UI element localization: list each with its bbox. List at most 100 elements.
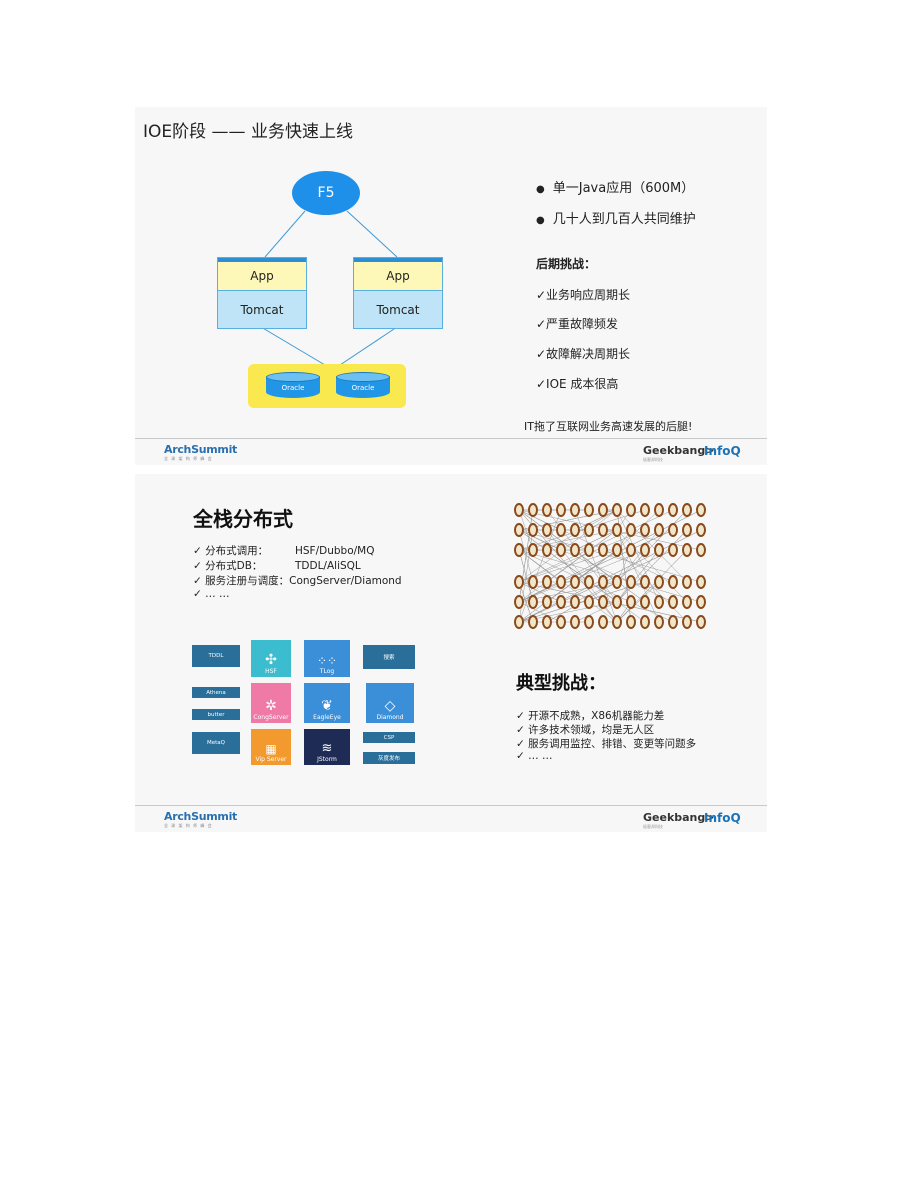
tile-hsf: ✣HSF: [251, 640, 291, 677]
mesh-node: [654, 575, 664, 589]
mesh-node: [598, 543, 608, 557]
later-challenges-title: 后期挑战：: [536, 257, 597, 271]
mesh-node: [542, 575, 552, 589]
db-label: Oracle: [281, 384, 305, 392]
mesh-node: [556, 595, 566, 609]
list-item: ✓ 服务注册与调度：CongServer/Diamond: [193, 575, 402, 587]
tile-congserver: ✲CongServer: [251, 683, 291, 723]
tile-metaq: MetaQ: [192, 732, 240, 754]
tile-gray-release: 灰度发布: [363, 752, 415, 764]
mesh-node: [640, 523, 650, 537]
mesh-node: [556, 503, 566, 517]
app-server-2: App Tomcat: [353, 257, 443, 329]
tile-butter: butter: [192, 709, 240, 720]
tile-jstorm: ≋JStorm: [304, 729, 350, 765]
mesh-node: [668, 575, 678, 589]
tile-search: 搜索: [363, 645, 415, 669]
mesh-node: [612, 543, 622, 557]
mesh-node: [528, 543, 538, 557]
challenge-item: ✓ 开源不成熟，X86机器能力差: [516, 710, 665, 722]
mesh-node: [696, 595, 706, 609]
list-item: ✓ … …: [193, 588, 230, 600]
slide-distributed: 全栈分布式 ✓ 分布式调用：HSF/Dubbo/MQ ✓ 分布式DB：TDDL/…: [135, 474, 767, 832]
mesh-node: [668, 615, 678, 629]
architecture-connectors: [260, 210, 398, 366]
diamond-icon: ◇: [384, 698, 396, 714]
mesh-node: [682, 503, 692, 517]
mesh-node: [682, 615, 692, 629]
mesh-node: [556, 615, 566, 629]
mesh-node: [584, 543, 594, 557]
mesh-node: [668, 543, 678, 557]
tornado-icon: ≋: [321, 741, 333, 756]
grid-icon: ▦: [265, 742, 277, 756]
mesh-node: [696, 523, 706, 537]
challenge-item: ✓ 许多技术领域，均是无人区: [516, 724, 655, 736]
oracle-db-1: Oracle: [266, 372, 320, 400]
mesh-node: [626, 595, 636, 609]
mesh-node: [598, 575, 608, 589]
mesh-node: [654, 615, 664, 629]
tomcat-label: Tomcat: [218, 290, 306, 328]
challenges-title: 典型挑战：: [516, 673, 606, 694]
mesh-node: [696, 543, 706, 557]
mesh-node: [612, 503, 622, 517]
mesh-node: [668, 503, 678, 517]
mesh-node: [682, 523, 692, 537]
tlog-icon: ⁘⁘: [316, 654, 338, 668]
mesh-node: [542, 503, 552, 517]
tomcat-label: Tomcat: [354, 290, 442, 328]
mesh-node: [528, 595, 538, 609]
slide-title: 全栈分布式: [193, 507, 293, 531]
mesh-node: [640, 575, 650, 589]
mesh-node: [682, 595, 692, 609]
mesh-node: [570, 615, 580, 629]
mesh-node: [640, 615, 650, 629]
mesh-node: [528, 615, 538, 629]
mesh-node: [570, 543, 580, 557]
mesh-node: [640, 503, 650, 517]
tile-tddl: TDDL: [192, 645, 240, 667]
mesh-node: [668, 523, 678, 537]
mesh-node: [626, 523, 636, 537]
db-label: Oracle: [351, 384, 375, 392]
geekbang-logo: Geekbang>极客邦科技: [643, 444, 715, 462]
slide-title: IOE阶段 —— 业务快速上线: [143, 122, 353, 142]
mesh-node: [514, 543, 524, 557]
tile-diamond: ◇Diamond: [366, 683, 414, 723]
network-icon: ✲: [265, 698, 277, 714]
eagle-icon: ❦: [321, 698, 333, 714]
mesh-node: [584, 503, 594, 517]
infoq-logo: InfoQ: [704, 444, 741, 458]
bullet-item: 几十人到几百人共同维护: [536, 208, 696, 227]
challenge-item: ✓ … …: [516, 750, 553, 762]
mesh-node: [626, 503, 636, 517]
hsf-icon: ✣: [265, 652, 277, 668]
database-area: Oracle Oracle: [248, 364, 406, 408]
challenge-item: ✓IOE 成本很高: [536, 377, 619, 391]
mesh-node: [528, 575, 538, 589]
tile-eagleeye: ❦EagleEye: [304, 683, 350, 723]
challenge-item: ✓业务响应周期长: [536, 288, 631, 302]
f5-node: F5: [292, 171, 360, 215]
mesh-node: [612, 615, 622, 629]
tile-tlog: ⁘⁘TLog: [304, 640, 350, 677]
mesh-node: [696, 615, 706, 629]
slide-ioe: IOE阶段 —— 业务快速上线 F5 App Tomcat App Tomcat…: [135, 107, 767, 465]
mesh-node: [570, 523, 580, 537]
tile-csp: CSP: [363, 732, 415, 743]
mesh-node: [570, 503, 580, 517]
mesh-node: [668, 595, 678, 609]
mesh-node: [654, 595, 664, 609]
footer-divider: [135, 805, 767, 806]
mesh-node: [696, 575, 706, 589]
oracle-db-2: Oracle: [336, 372, 390, 400]
mesh-node: [612, 575, 622, 589]
footer-divider: [135, 438, 767, 439]
slide-note: IT拖了互联网业务高速发展的后腿!: [524, 420, 693, 433]
mesh-node: [556, 543, 566, 557]
mesh-node: [542, 523, 552, 537]
mesh-node: [626, 543, 636, 557]
mesh-node: [626, 615, 636, 629]
